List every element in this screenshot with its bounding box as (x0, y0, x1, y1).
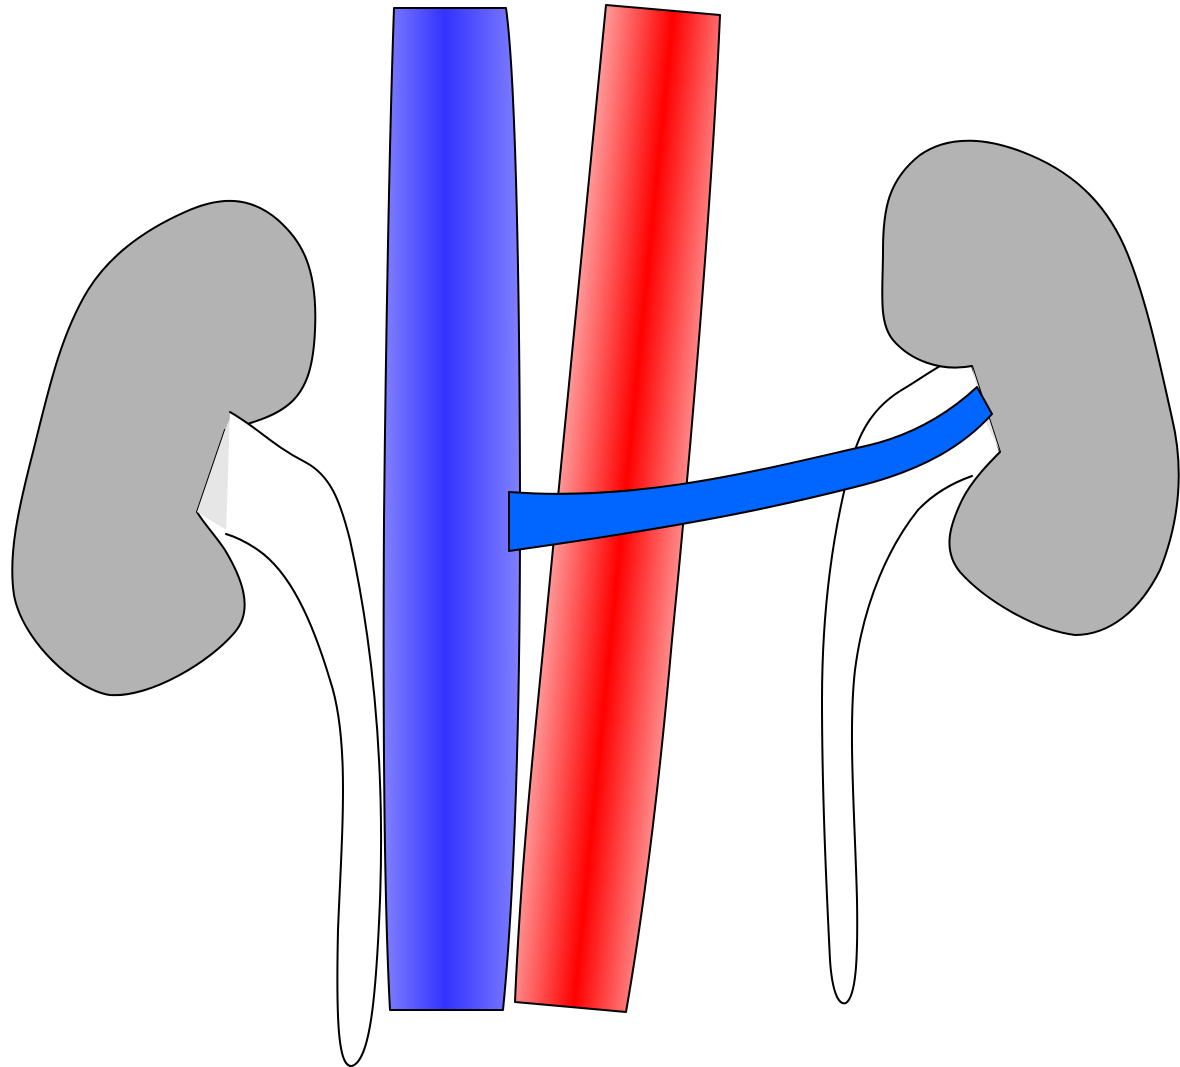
inferior-vena-cava (384, 8, 520, 1010)
